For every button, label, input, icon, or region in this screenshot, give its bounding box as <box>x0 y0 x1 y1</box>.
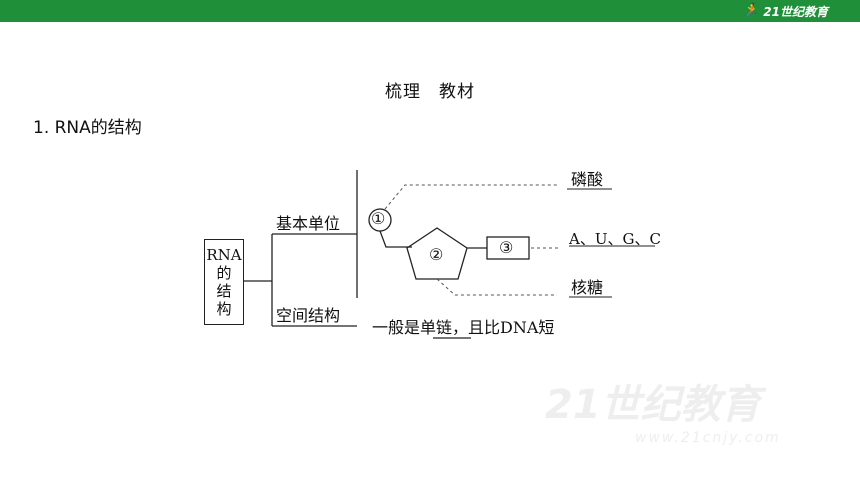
rna-label-line: 结 <box>216 282 232 300</box>
rna-root-box: RNA 的 结 构 <box>204 239 244 325</box>
spatial-desc-suffix: ，且比DNA短 <box>452 318 555 337</box>
spatial-description: 一般是单链，且比DNA短 <box>372 314 554 338</box>
rna-label-line: 的 <box>216 264 232 282</box>
rna-label-line: RNA <box>206 246 242 264</box>
base-box <box>486 236 530 260</box>
phosphate-label: 磷酸 <box>571 170 604 189</box>
spatial-structure-label: 空间结构 <box>276 306 341 325</box>
phosphate-sugar-bond <box>379 230 412 248</box>
blank-2-label: ② <box>429 245 444 264</box>
top-banner: 🏃 21世纪教育 <box>0 0 860 22</box>
ribose-label: 核糖 <box>571 278 604 297</box>
basic-unit-label: 基本单位 <box>276 214 341 233</box>
watermark-url: www.21cnjy.com <box>635 430 781 446</box>
runner-icon: 🏃 <box>741 3 760 19</box>
blank-3-label: ③ <box>499 238 514 257</box>
watermark: 21世纪教育 www.21cnjy.com <box>545 372 781 446</box>
blank-1-label: ① <box>371 209 386 228</box>
spatial-desc-prefix: 一般是 <box>372 318 421 337</box>
section-title: 1. RNA的结构 <box>33 118 142 138</box>
phosphate-dashed-line <box>384 184 557 210</box>
rna-label-line: 构 <box>216 300 232 318</box>
brand-logo: 🏃 21世纪教育 <box>742 2 828 20</box>
ribose-dashed-line <box>436 278 557 296</box>
spatial-desc-single-strand: 单链 <box>420 318 453 337</box>
brand-text: 21世纪教育 <box>763 4 828 19</box>
bases-label: A、U、G、C <box>569 230 661 248</box>
watermark-text: 21世纪教育 <box>545 382 761 428</box>
page-heading: 梳理 教材 <box>385 82 475 102</box>
